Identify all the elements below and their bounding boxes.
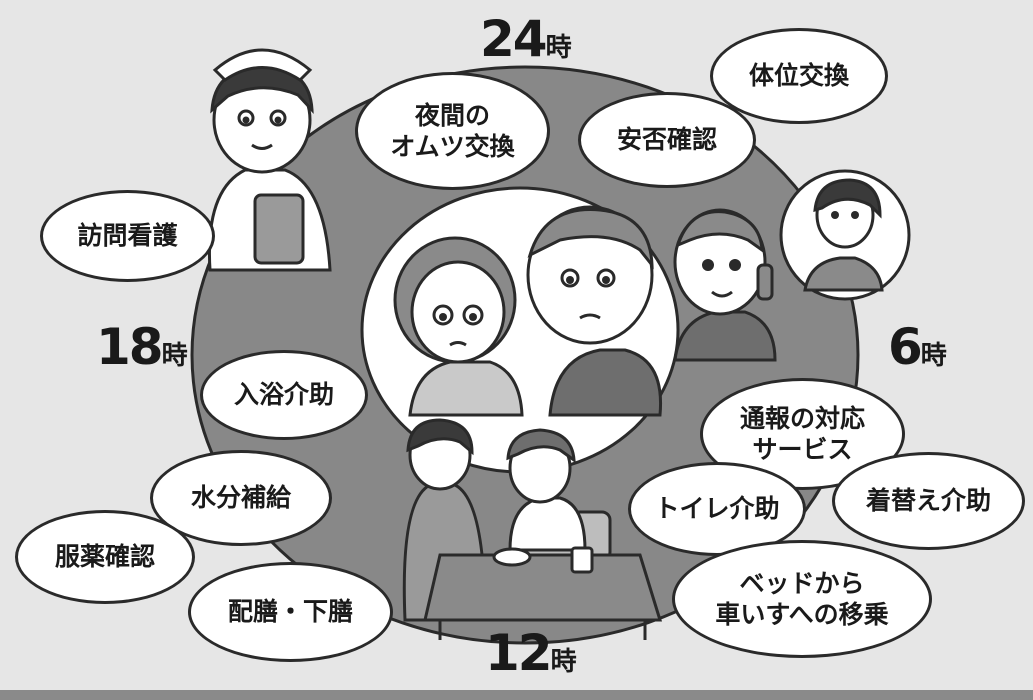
caregiver-feeding-icon xyxy=(402,418,663,640)
bubble-changing-assist: 着替え介助 xyxy=(832,452,1025,550)
task-meal-serving: 配膳・下膳 xyxy=(227,597,353,627)
hour-12-unit: 時 xyxy=(550,647,577,677)
bubble-home-nursing: 訪問看護 xyxy=(40,190,215,282)
bubble-meal-serving: 配膳・下膳 xyxy=(188,562,393,662)
hour-label-18: 18時 xyxy=(96,322,188,372)
hour-24-unit: 時 xyxy=(545,33,572,63)
task-toilet-assist: トイレ介助 xyxy=(654,494,780,524)
bubble-bed-to-wheelchair: ベッドから 車いすへの移乗 xyxy=(672,540,932,658)
task-home-nursing: 訪問看護 xyxy=(77,221,178,251)
task-safety-check: 安否確認 xyxy=(616,125,717,155)
hour-6-unit: 時 xyxy=(920,341,947,371)
task-changing-assist: 着替え介助 xyxy=(865,486,991,516)
hour-18-number: 18 xyxy=(96,318,164,376)
bubble-hydration: 水分補給 xyxy=(150,450,332,546)
task-bathing-assist: 入浴介助 xyxy=(233,380,334,410)
hour-12-number: 12 xyxy=(485,624,553,682)
bubble-repositioning: 体位交換 xyxy=(710,28,888,124)
task-repositioning: 体位交換 xyxy=(748,61,849,91)
task-emergency-call: 通報の対応 サービス xyxy=(739,403,865,464)
hour-18-unit: 時 xyxy=(161,341,188,371)
task-medication-check: 服薬確認 xyxy=(54,542,155,572)
bubble-medication-check: 服薬確認 xyxy=(15,510,195,604)
hour-label-6: 6時 xyxy=(888,322,947,372)
task-bed-to-wheelchair: ベッドから 車いすへの移乗 xyxy=(715,568,889,629)
task-night-diaper: 夜間の オムツ交換 xyxy=(390,100,515,161)
elderly-couple-icon xyxy=(393,205,663,417)
bubble-safety-check: 安否確認 xyxy=(578,92,756,188)
bubble-bathing-assist: 入浴介助 xyxy=(200,350,368,440)
caregiver-operator-icon xyxy=(779,169,911,301)
elderly-man-phone-icon xyxy=(673,208,777,362)
bubble-emergency-call: 通報の対応 サービス xyxy=(700,378,905,490)
hour-label-24: 24時 xyxy=(480,14,572,64)
hour-6-number: 6 xyxy=(888,318,923,376)
hour-24-number: 24 xyxy=(480,10,548,68)
bottom-border xyxy=(0,690,1033,700)
bubble-night-diaper: 夜間の オムツ交換 xyxy=(355,72,550,190)
nurse-icon xyxy=(207,48,332,272)
task-hydration: 水分補給 xyxy=(190,483,291,513)
hour-label-12: 12時 xyxy=(485,628,577,678)
